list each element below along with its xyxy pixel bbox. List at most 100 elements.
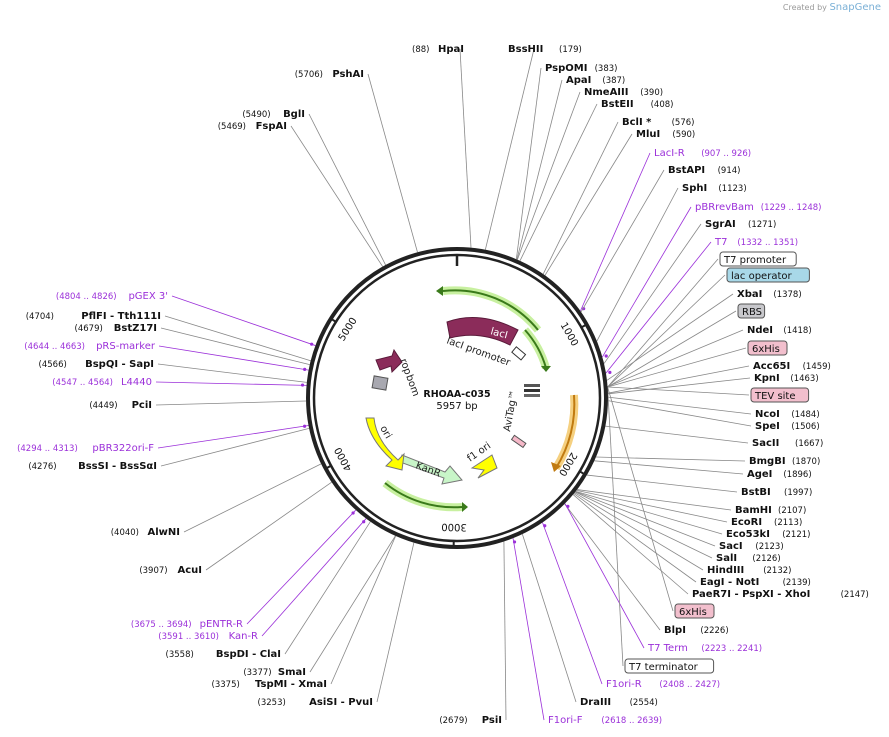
site-label-enzyme[interactable]: SmaI(3377): [243, 667, 306, 678]
site-label-box-pink[interactable]: 6xHis: [674, 603, 715, 619]
site-label-box-white[interactable]: T7 promoter: [719, 251, 797, 267]
site-label-name: 6xHis: [752, 344, 780, 355]
leader-line: [575, 491, 716, 547]
site-label-enzyme[interactable]: BspQI - SapI(4566): [39, 359, 154, 370]
site-label-primer[interactable]: F1ori-F(2618 .. 2639): [548, 715, 662, 726]
feature-laci-promoter[interactable]: [511, 346, 527, 361]
site-label-enzyme[interactable]: BspDI - ClaI(3558): [166, 649, 281, 660]
site-label-enzyme[interactable]: KpnI(1463): [754, 373, 819, 384]
site-label-enzyme[interactable]: BstBI(1997): [741, 487, 812, 498]
site-label-enzyme[interactable]: AcuI(3907): [139, 565, 202, 576]
site-label-enzyme[interactable]: PsiI(2679): [439, 715, 502, 726]
site-label-enzyme[interactable]: EagI - NotI(2139): [700, 577, 811, 588]
feature-arc-glow: [521, 327, 550, 370]
leader-line: [607, 274, 726, 388]
site-label-enzyme[interactable]: PaeR7I - PspXI - XhoI(2147): [692, 589, 869, 600]
site-label-primer[interactable]: pRS-marker(4644 .. 4663): [24, 341, 156, 352]
site-label-position: (2223 .. 2241): [701, 644, 762, 654]
site-label-enzyme[interactable]: PflFI - Tth111I(4704): [26, 311, 161, 322]
feature-avitag[interactable]: [524, 384, 540, 387]
site-label-box-pink[interactable]: TEV site: [750, 387, 810, 403]
site-label-enzyme[interactable]: PciI(4449): [89, 400, 152, 411]
site-label-enzyme[interactable]: (179)BssHII: [508, 44, 582, 55]
site-label-enzyme[interactable]: SacI (2123): [719, 541, 784, 552]
site-label-enzyme[interactable]: HindIII(2132): [707, 565, 791, 576]
site-label-name: F1ori-R: [606, 679, 642, 690]
site-label-primer[interactable]: T7(1332 .. 1351): [714, 237, 798, 248]
site-label-name: PaeR7I - PspXI - XhoI: [692, 589, 810, 600]
site-label-enzyme[interactable]: PspOMI(383): [545, 63, 617, 74]
leader-line: [515, 67, 542, 260]
site-label-position: (1667): [795, 439, 823, 449]
site-label-primer[interactable]: pBR322ori-F(4294 .. 4313): [17, 443, 154, 454]
feature-f1-ori[interactable]: [470, 454, 498, 479]
site-label-box-blue[interactable]: lac operator: [726, 267, 810, 283]
site-label-enzyme[interactable]: XbaI(1378): [737, 289, 802, 300]
primer-site-mark: [302, 424, 307, 428]
feature-kanr[interactable]: [399, 454, 463, 485]
site-label-name: FspAI: [256, 121, 287, 132]
site-label-position: (2123): [755, 542, 783, 552]
site-label-enzyme[interactable]: NdeI(1418): [747, 325, 812, 336]
site-label-position: (3375): [212, 680, 240, 690]
feature-rop[interactable]: [375, 348, 403, 374]
site-label-primer[interactable]: Kan-R(3591 .. 3610): [158, 631, 258, 642]
feature-bom[interactable]: [371, 375, 389, 391]
site-label-box: [737, 303, 766, 319]
site-label-box-pink[interactable]: 6xHis: [747, 340, 788, 356]
site-label-enzyme[interactable]: SacII(1667): [752, 438, 823, 449]
site-label-box-gray[interactable]: RBS: [737, 303, 766, 319]
leader-line: [607, 377, 751, 395]
site-label-primer[interactable]: pBRrevBam(1229 .. 1248): [695, 202, 822, 213]
site-label-enzyme[interactable]: Acc65I(1459): [753, 361, 831, 372]
feature-ori[interactable]: [365, 417, 405, 471]
ruler-tick: [330, 317, 338, 324]
site-label-name: lac operator: [731, 271, 792, 282]
site-label-enzyme[interactable]: BstEII(408): [601, 99, 673, 110]
site-label-name: SacI: [719, 541, 743, 552]
site-label-enzyme[interactable]: BstZ17I(4679): [75, 323, 157, 334]
site-label-enzyme[interactable]: (88)HpaI: [412, 44, 464, 55]
site-label-enzyme[interactable]: AsiSI - PvuI(3253): [258, 697, 373, 708]
site-label-primer[interactable]: pGEX 3'(4804 .. 4826): [56, 291, 168, 302]
site-label-position: (1870): [792, 457, 820, 467]
site-label-position: (3253): [258, 698, 286, 708]
site-label-enzyme[interactable]: FspAI(5469): [218, 121, 287, 132]
arc-arrowhead: [436, 286, 443, 296]
site-label-enzyme[interactable]: BglI(5490): [242, 109, 305, 120]
site-label-enzyme[interactable]: BmgBI(1870): [749, 456, 820, 467]
leader-line: [516, 79, 563, 260]
feature-laci[interactable]: [446, 317, 519, 346]
leader-line: [160, 327, 310, 366]
site-label-primer[interactable]: T7 Term(2223 .. 2241): [647, 643, 762, 654]
site-label-enzyme[interactable]: NmeAIII(390): [584, 87, 663, 98]
site-label-enzyme[interactable]: BstAPI(914): [668, 165, 740, 176]
site-label-primer[interactable]: LacI-R(907 .. 926): [654, 148, 751, 159]
site-label-enzyme[interactable]: MluI(590): [636, 129, 695, 140]
site-label-enzyme[interactable]: ApaI(387): [566, 75, 625, 86]
site-label-box-white[interactable]: T7 terminator: [624, 658, 715, 674]
site-label-enzyme[interactable]: BclI *(576): [622, 117, 694, 128]
site-label-enzyme[interactable]: NcoI(1484): [755, 409, 820, 420]
site-label-enzyme[interactable]: BssSI - BssSαI(4276): [28, 461, 157, 472]
site-label-enzyme[interactable]: SphI(1123): [682, 183, 747, 194]
site-label-position: (2113): [774, 518, 802, 528]
leader-line: [160, 427, 310, 467]
site-label-enzyme[interactable]: AlwNI(4040): [111, 527, 180, 538]
site-label-enzyme[interactable]: BamHI(2107): [735, 505, 806, 516]
site-label-enzyme[interactable]: DraIII(2554): [580, 697, 658, 708]
site-label-primer[interactable]: pENTR-R(3675 .. 3694): [131, 619, 243, 630]
site-label-primer[interactable]: L4440(4547 .. 4564): [52, 377, 152, 388]
site-label-primer[interactable]: F1ori-R(2408 .. 2427): [606, 679, 720, 690]
site-label-name: Acc65I: [753, 361, 790, 372]
site-label-enzyme[interactable]: PshAI(5706): [295, 69, 364, 80]
site-label-enzyme[interactable]: TspMI - XmaI(3375): [212, 679, 327, 690]
site-label-enzyme[interactable]: EcoRI(2113): [731, 517, 802, 528]
site-label-enzyme[interactable]: BlpI(2226): [664, 625, 729, 636]
site-label-enzyme[interactable]: SgrAI(1271): [705, 219, 776, 230]
site-label-enzyme[interactable]: Eco53kI(2121): [726, 529, 810, 540]
site-label-enzyme[interactable]: AgeI(1896): [747, 469, 812, 480]
site-label-enzyme[interactable]: SalI(2126): [716, 553, 781, 564]
site-label-enzyme[interactable]: SpeI(1506): [755, 421, 820, 432]
leader-line: [376, 542, 415, 703]
